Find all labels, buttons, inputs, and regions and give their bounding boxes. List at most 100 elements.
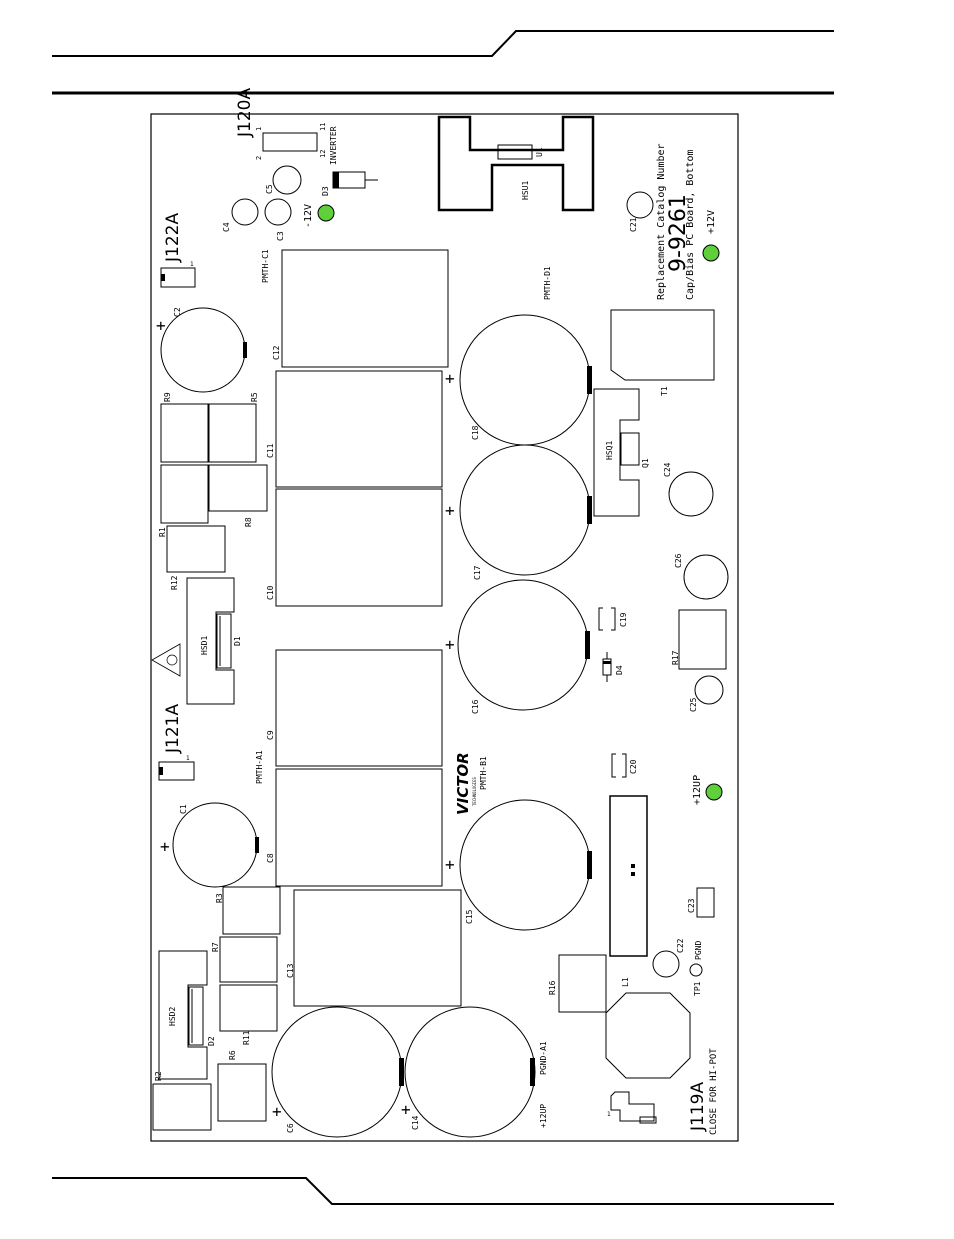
close-for-hipot-label: CLOSE FOR HI-POT (709, 1048, 719, 1135)
d3-band (333, 172, 339, 188)
hsq1-heatsink (593, 388, 640, 517)
c3-label: C3 (276, 231, 285, 241)
hsq1-label: HSQ1 (605, 441, 614, 460)
t1-transformer (610, 309, 715, 381)
c22-capacitor (652, 950, 680, 978)
c17-plus: + (445, 501, 455, 520)
hsu1-label: HSU1 (521, 181, 530, 200)
c5-label: C5 (265, 184, 274, 194)
r5-label: R5 (250, 392, 259, 402)
j119a-connector (610, 1091, 655, 1122)
d1-diode (216, 613, 232, 669)
r3-resistor (222, 886, 281, 935)
esd-warning-hand-icon (166, 654, 178, 666)
r3-label: R3 (215, 893, 224, 903)
c12-label: C12 (272, 345, 281, 360)
c1-stripe (255, 837, 259, 853)
j120a-connector (262, 132, 318, 152)
c23-capacitor (696, 887, 715, 918)
r8-resistor (208, 464, 268, 512)
r11-label: R11 (242, 1030, 251, 1045)
hsd2-label: HSD2 (168, 1007, 177, 1026)
l1-label: L1 (621, 977, 630, 987)
q1-label: Q1 (641, 458, 650, 468)
hsd1-heatsink (186, 577, 235, 705)
j121a-connector (158, 761, 195, 781)
c4-capacitor (231, 198, 259, 226)
c2-stripe (243, 342, 247, 358)
r17-resistor (678, 609, 727, 670)
c1-capacitor (172, 802, 258, 888)
c23-label: C23 (687, 898, 696, 913)
footer-rule (52, 1177, 834, 1205)
c13-film-capacitor (293, 889, 462, 1007)
j119a-jumper (639, 1116, 657, 1124)
pgnd-a1-label: PGND-A1 (539, 1041, 548, 1075)
c14-capacitor (404, 1006, 536, 1138)
c11-film-capacitor (275, 370, 443, 488)
r7-label: R7 (211, 942, 220, 952)
c9-film-capacitor (275, 649, 443, 767)
c19-capacitor (598, 607, 616, 631)
r7-resistor (219, 936, 278, 983)
c21-capacitor (626, 191, 654, 219)
r2-label: R2 (154, 1071, 163, 1081)
tp1-test-point (689, 963, 703, 977)
j119a-pin1: 1 (607, 1111, 611, 1118)
j121a-pin1: 1 (186, 755, 190, 762)
inverter-label: INVERTER (329, 126, 338, 165)
c13-label: C13 (286, 963, 295, 978)
d4-label: D4 (615, 665, 624, 675)
c16-capacitor (457, 579, 589, 711)
c11-label: C11 (266, 443, 275, 458)
c6-plus: + (272, 1102, 282, 1121)
j122a-connector (160, 267, 196, 288)
title-line-1: Replacement Catalog Number (656, 143, 667, 300)
u1-regulator (497, 144, 533, 160)
header-strip-connector (609, 795, 648, 957)
c14-plus: + (401, 1100, 411, 1119)
header-strip-pin-b (631, 872, 635, 876)
r12-label: R12 (170, 575, 179, 590)
hsd1-label: HSD1 (200, 636, 209, 655)
t1-label: T1 (660, 386, 669, 396)
c1-plus: + (160, 837, 170, 856)
j120a-pin2: 2 (255, 156, 263, 160)
r1-label: R1 (158, 527, 167, 537)
c18-plus: + (445, 369, 455, 388)
r12-resistor (166, 525, 226, 573)
plus12v-label: +12V (706, 210, 717, 234)
d2-diode (188, 986, 204, 1046)
j120a-pin1: 1 (255, 127, 263, 131)
c14-stripe (530, 1058, 535, 1086)
c24-capacitor (668, 471, 714, 517)
d3-label: D3 (321, 186, 330, 196)
d4-band (603, 661, 611, 664)
pmth-a1-label: PMTH-A1 (255, 750, 264, 784)
j119a-label: J119A (688, 1082, 708, 1132)
pmth-d1-label: PMTH-D1 (543, 266, 552, 300)
tp1-label: TP1 (693, 981, 702, 996)
c17-label: C17 (473, 565, 482, 580)
victor-logo-subtitle: TECHNOLOGIES (472, 777, 477, 806)
c6-stripe (399, 1058, 404, 1086)
c15-capacitor (459, 799, 591, 931)
r1-resistor (160, 464, 209, 524)
c15-plus: + (445, 855, 455, 874)
j122a-label: J122A (163, 213, 183, 263)
j120a-label: J120A (235, 88, 255, 138)
c15-label: C15 (465, 909, 474, 924)
victor-logo: VICTOR (454, 752, 472, 815)
c12-film-capacitor (281, 249, 449, 368)
c6-label: C6 (286, 1123, 295, 1133)
minus12v-test-point (317, 204, 335, 222)
u1-label: U1 (535, 147, 544, 157)
c18-label: C18 (471, 425, 480, 440)
c3-capacitor (264, 198, 292, 226)
c6-capacitor (271, 1006, 403, 1138)
q1-transistor (620, 432, 640, 466)
c16-label: C16 (471, 699, 480, 714)
hsu1-heatsink (437, 115, 595, 212)
c10-film-capacitor (275, 488, 443, 607)
